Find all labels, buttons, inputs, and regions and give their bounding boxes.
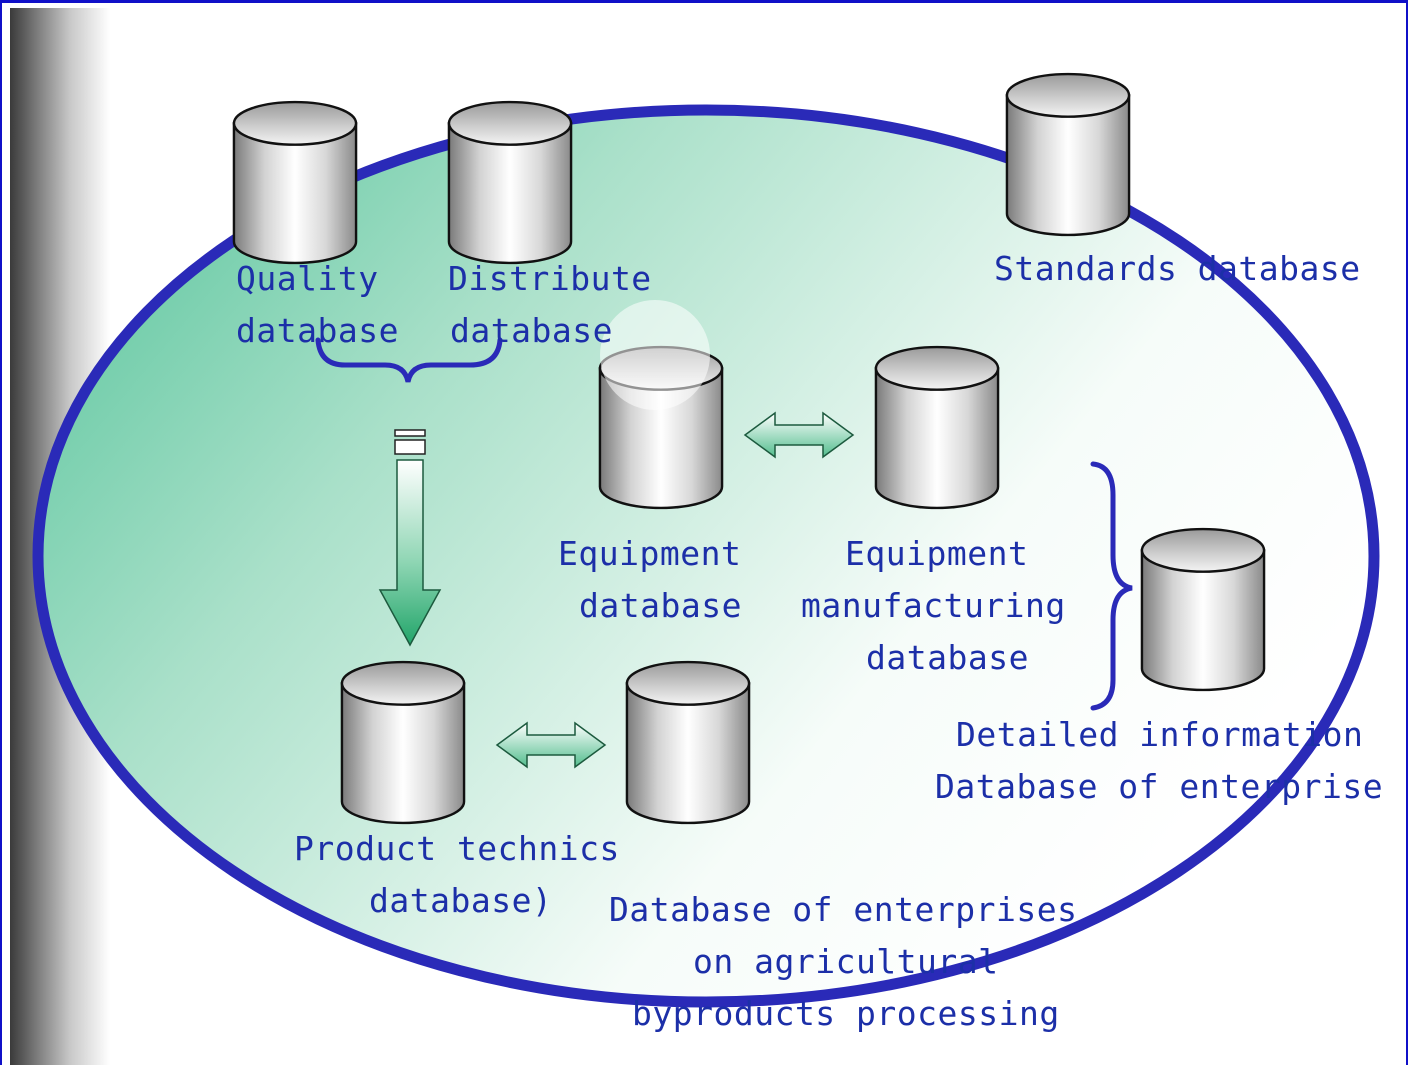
quality-database-label-line2: database [236,311,399,350]
distribute-database-icon [447,100,573,265]
distribute-database-label-line2: database [450,311,613,350]
down-arrow-icon [378,429,442,647]
quality-database-icon [232,100,358,265]
agricultural-database-icon [625,660,751,825]
agricultural-database-label-line1: Database of enterprises [609,890,1078,929]
equipment-manufacturing-database-icon [874,345,1000,510]
product-technics-label-line2: database) [369,881,553,920]
quality-database-label-line1: Quality [236,259,379,298]
equipment-manufacturing-label-line1: Equipment [845,534,1029,573]
standards-database-label: Standards database [994,249,1361,288]
double-arrow-icon [743,411,855,459]
light-glare [600,300,710,410]
equipment-database-label-line2: database [579,586,742,625]
detailed-information-database-icon [1140,527,1266,692]
curly-brace-icon [315,337,503,383]
product-technics-label-line1: Product technics [294,829,620,868]
distribute-database-label-line1: Distribute [448,259,652,298]
equipment-manufacturing-label-line3: database [866,638,1029,677]
product-technics-database-icon [340,660,466,825]
equipment-database-label-line1: Equipment [558,534,742,573]
agricultural-database-label-line2: on agricultural [693,942,999,981]
curly-brace-right-icon [1090,461,1133,711]
agricultural-database-label-line3: byproducts processing [632,994,1060,1033]
equipment-manufacturing-label-line2: manufacturing [801,586,1066,625]
detailed-information-label-line2: Database of enterprise [935,767,1384,806]
double-arrow-icon-2 [495,721,607,769]
standards-database-icon [1005,72,1131,237]
detailed-information-label-line1: Detailed information [956,715,1364,754]
